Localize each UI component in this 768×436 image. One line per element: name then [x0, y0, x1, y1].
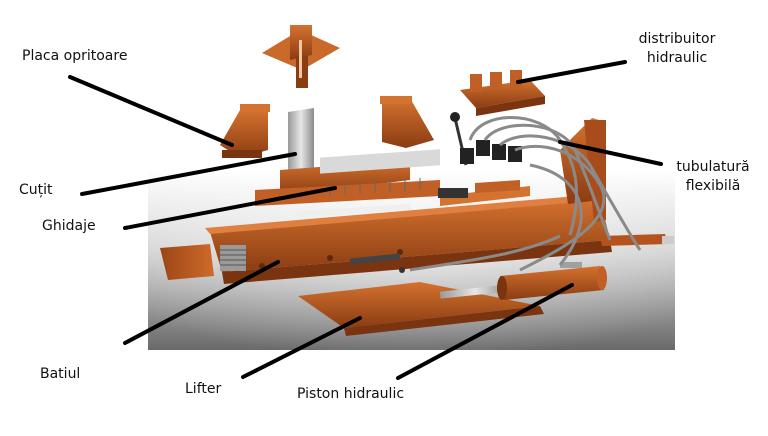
piston-hidraulic	[439, 262, 607, 300]
label-tubulatura-flexibila: tubulatură flexibilă	[663, 158, 763, 196]
leader-distribuitor	[516, 60, 627, 84]
leader-ghidaje	[123, 186, 337, 230]
leader-placa-opritoare	[68, 75, 234, 147]
leader-lifter	[241, 316, 362, 379]
label-batiul: Batiul	[40, 366, 81, 382]
placa-opritoare-top-part	[262, 25, 340, 88]
label-distribuitor-line2: hidraulic	[646, 50, 708, 66]
control-levers	[438, 112, 522, 198]
leader-tubulatura	[558, 140, 663, 166]
leader-lines	[68, 60, 663, 380]
label-tubulatura-line1: tubulatură	[676, 159, 750, 175]
tubulatura-flexibila	[409, 116, 642, 272]
label-piston-hidraulic: Piston hidraulic	[297, 386, 405, 402]
label-tubulatura-line2: flexibilă	[685, 178, 741, 194]
leader-cutit	[80, 152, 297, 196]
placa-opritoare-right-bracket	[380, 96, 434, 148]
label-distribuitor-line1: distribuitor	[638, 31, 716, 47]
lifter-plate	[298, 282, 544, 336]
label-ghidaje: Ghidaje	[42, 218, 96, 234]
leader-batiul	[123, 260, 280, 345]
cutit-blade	[288, 108, 314, 172]
label-distribuitor-hidraulic: distribuitor hidraulic	[622, 30, 732, 68]
pins	[349, 253, 405, 273]
label-lifter: Lifter	[185, 381, 222, 397]
label-placa-opritoare: Placa opritoare	[22, 48, 128, 64]
ghidaje-assembly	[255, 149, 440, 218]
leader-piston-hidraulic	[396, 283, 574, 380]
label-cutit: Cuțit	[19, 182, 53, 198]
placa-opritoare-left-bracket	[220, 104, 270, 158]
distribuitor-hidraulic	[460, 70, 545, 116]
